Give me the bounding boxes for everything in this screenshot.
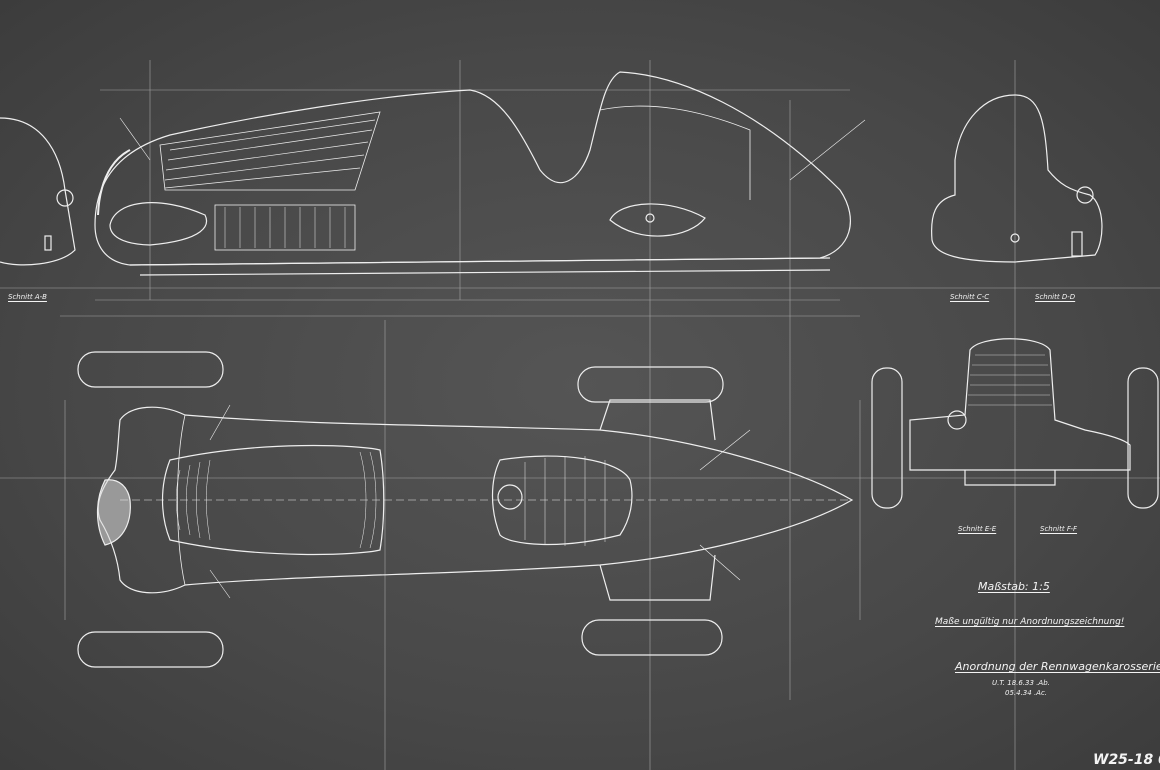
section-ab-label: Schnitt A-B (8, 293, 47, 301)
louvres-side (164, 119, 376, 189)
date-line-1: U.T. 18.6.33 .Ab. (992, 679, 1050, 687)
date-line-2: 05.4.34 .Ac. (1005, 689, 1048, 697)
section-ab-view (0, 117, 76, 266)
section-cc-label: Schnitt C-C (950, 293, 990, 301)
side-view (94, 71, 851, 276)
section-ff-label: Schnitt F-F (1040, 525, 1078, 533)
dimension-note: Maße ungültig nur Anordnungszeichnung! (935, 617, 1125, 627)
scale-label: Maßstab: 1:5 (978, 580, 1050, 593)
section-ee-label: Schnitt E-E (958, 525, 997, 533)
drawing-number: W25-18 0 (1093, 752, 1160, 768)
top-view (77, 351, 854, 668)
section-dd-label: Schnitt D-D (1035, 293, 1076, 301)
leader-lines (119, 117, 866, 599)
section-cc-dd-view (930, 94, 1103, 263)
construction-lines (0, 60, 1160, 770)
drawing-title: Anordnung der Rennwagenkarosserie »W (955, 660, 1160, 673)
section-ee-ff-view (871, 338, 1159, 509)
